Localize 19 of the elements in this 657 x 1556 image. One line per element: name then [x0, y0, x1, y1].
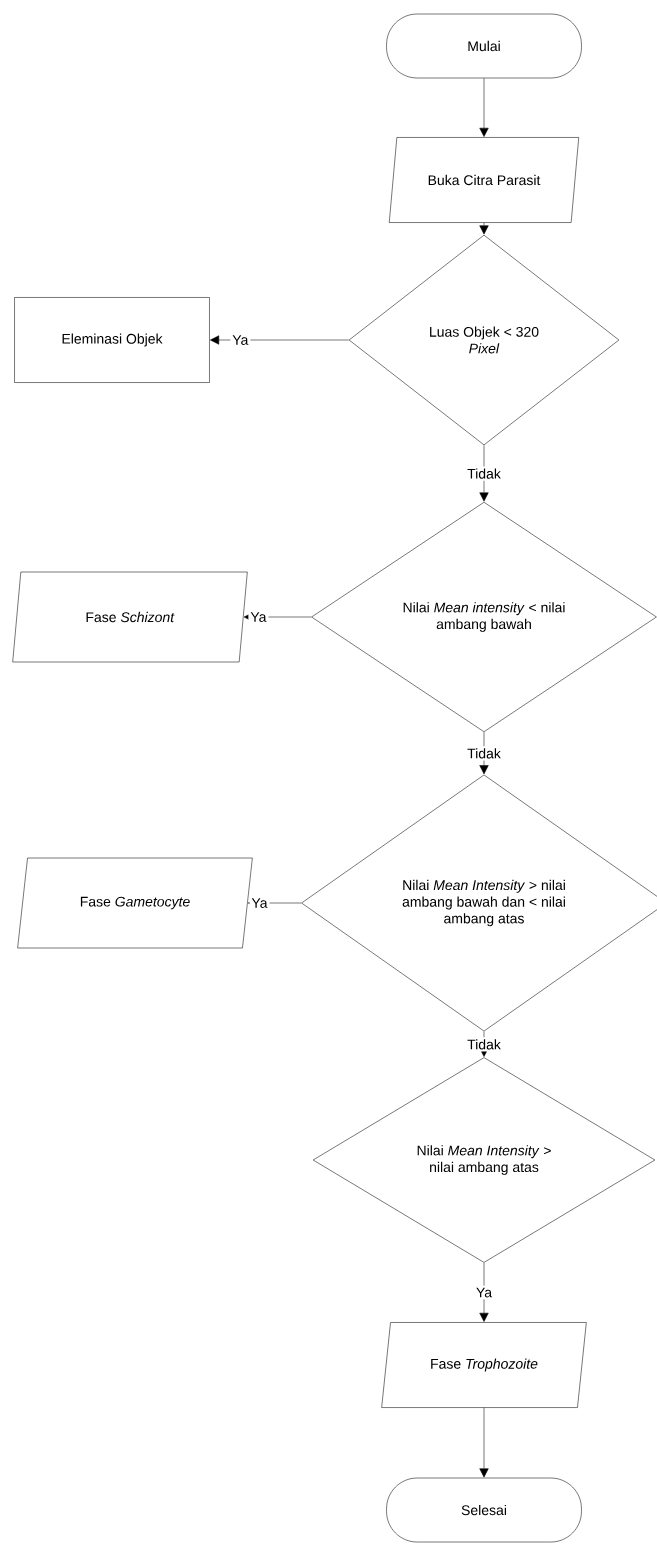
- edge-label: Tidak: [465, 746, 503, 761]
- edge-label: Ya: [230, 333, 251, 347]
- arrow: [479, 222, 489, 235]
- arrow: [479, 1407, 489, 1478]
- arrow: [479, 1262, 489, 1322]
- process-box: Eleminasi Objek: [14, 297, 210, 383]
- edge-label: Tidak: [465, 1037, 503, 1052]
- data-parallelogram: Buka Citra Parasit: [389, 137, 580, 223]
- arrow: [479, 731, 489, 775]
- arrow: [210, 335, 349, 345]
- edge-label: Tidak: [465, 466, 503, 481]
- arrow: [479, 445, 489, 502]
- edge-label: Ya: [248, 610, 269, 624]
- data-parallelogram: Fase Gametocyte: [17, 857, 253, 949]
- edge-label: Ya: [473, 1285, 495, 1300]
- data-parallelogram: Fase Schizont: [12, 571, 248, 663]
- data-parallelogram: Fase Trophozoite: [381, 1322, 587, 1408]
- edge-label: Ya: [249, 896, 270, 910]
- arrow: [479, 78, 489, 137]
